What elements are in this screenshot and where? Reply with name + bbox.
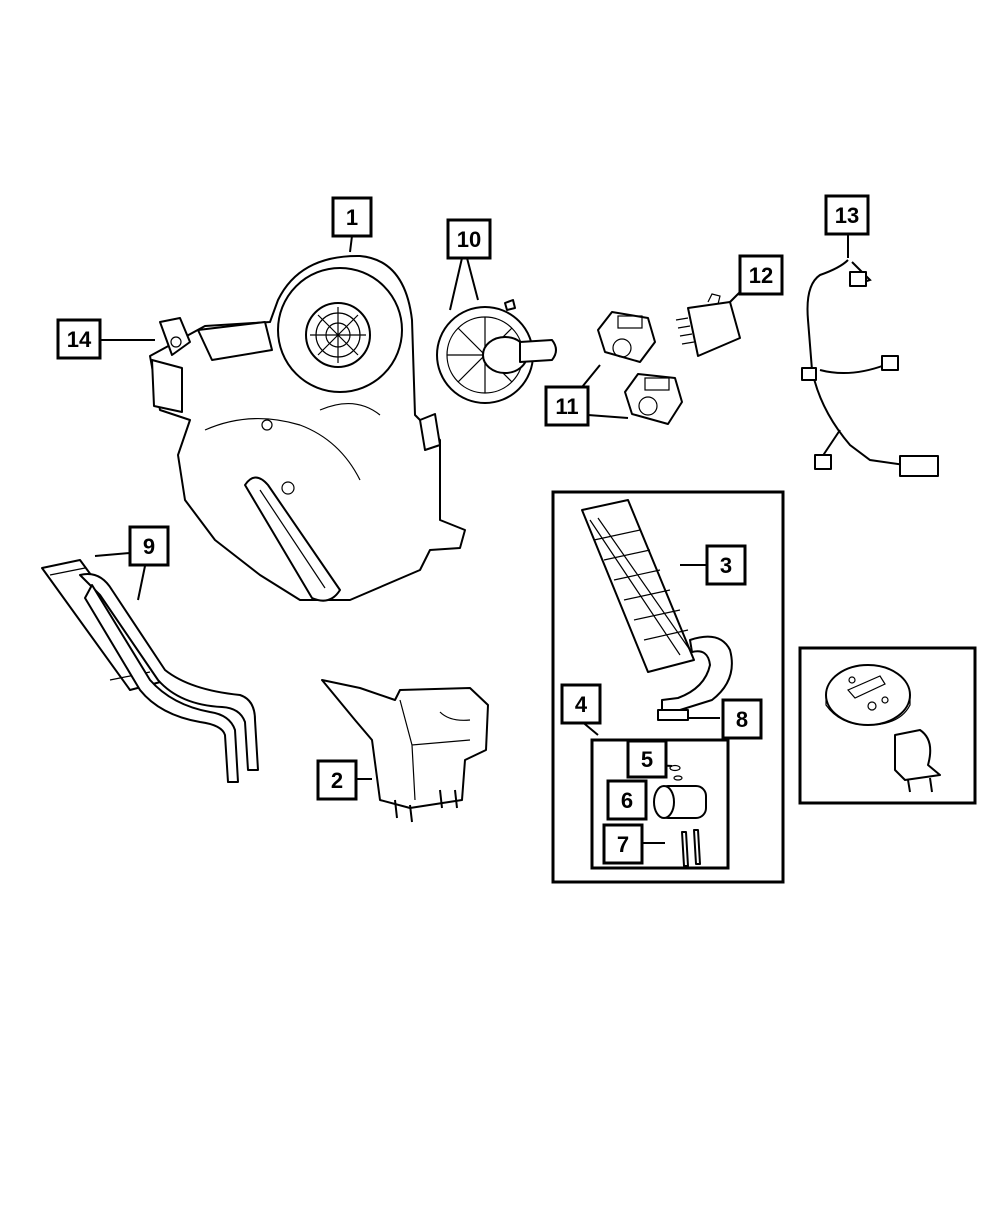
control-module-part <box>675 293 741 357</box>
callout-label-10: 10 <box>457 227 481 252</box>
detail-inset-frame <box>798 646 977 805</box>
callout-1: 1 <box>331 196 373 238</box>
callout-label-13: 13 <box>835 203 859 228</box>
callout-14: 14 <box>56 318 102 360</box>
blower-motor-part <box>436 299 557 404</box>
blower-housing-part <box>149 254 466 602</box>
callout-4: 4 <box>560 683 602 725</box>
evaporator-group-frame <box>551 490 785 884</box>
callout-label-11: 11 <box>555 394 578 419</box>
evaporator-part <box>581 499 733 721</box>
callout-6: 6 <box>606 779 648 821</box>
callout-label-6: 6 <box>621 788 633 813</box>
callout-label-12: 12 <box>749 263 773 288</box>
heater-core-part <box>41 559 259 783</box>
wire-harness-part <box>801 259 939 477</box>
callout-label-1: 1 <box>346 205 358 230</box>
callout-10: 10 <box>446 218 492 260</box>
callout-13: 13 <box>824 194 870 236</box>
actuators-part <box>597 311 683 425</box>
callout-label-7: 7 <box>617 832 629 857</box>
callout-8: 8 <box>721 698 763 740</box>
callout-7: 7 <box>602 823 644 865</box>
callout-9: 9 <box>128 525 170 567</box>
leader-lines <box>94 234 849 844</box>
callout-label-8: 8 <box>736 707 748 732</box>
callout-label-4: 4 <box>575 692 588 717</box>
callout-12: 12 <box>738 254 784 296</box>
callout-label-14: 14 <box>67 327 92 352</box>
callout-2: 2 <box>316 759 358 801</box>
callout-label-5: 5 <box>641 747 653 772</box>
callout-label-9: 9 <box>143 534 155 559</box>
callout-3: 3 <box>705 544 747 586</box>
air-distribution-duct-part <box>321 679 489 823</box>
mounting-plate-detail <box>825 664 941 793</box>
callout-11: 11 <box>544 385 590 427</box>
callout-5: 5 <box>626 739 668 779</box>
callout-label-3: 3 <box>720 553 732 578</box>
callout-label-2: 2 <box>331 768 343 793</box>
expansion-valve-part <box>653 764 707 867</box>
duct-adapter-part <box>197 321 273 361</box>
